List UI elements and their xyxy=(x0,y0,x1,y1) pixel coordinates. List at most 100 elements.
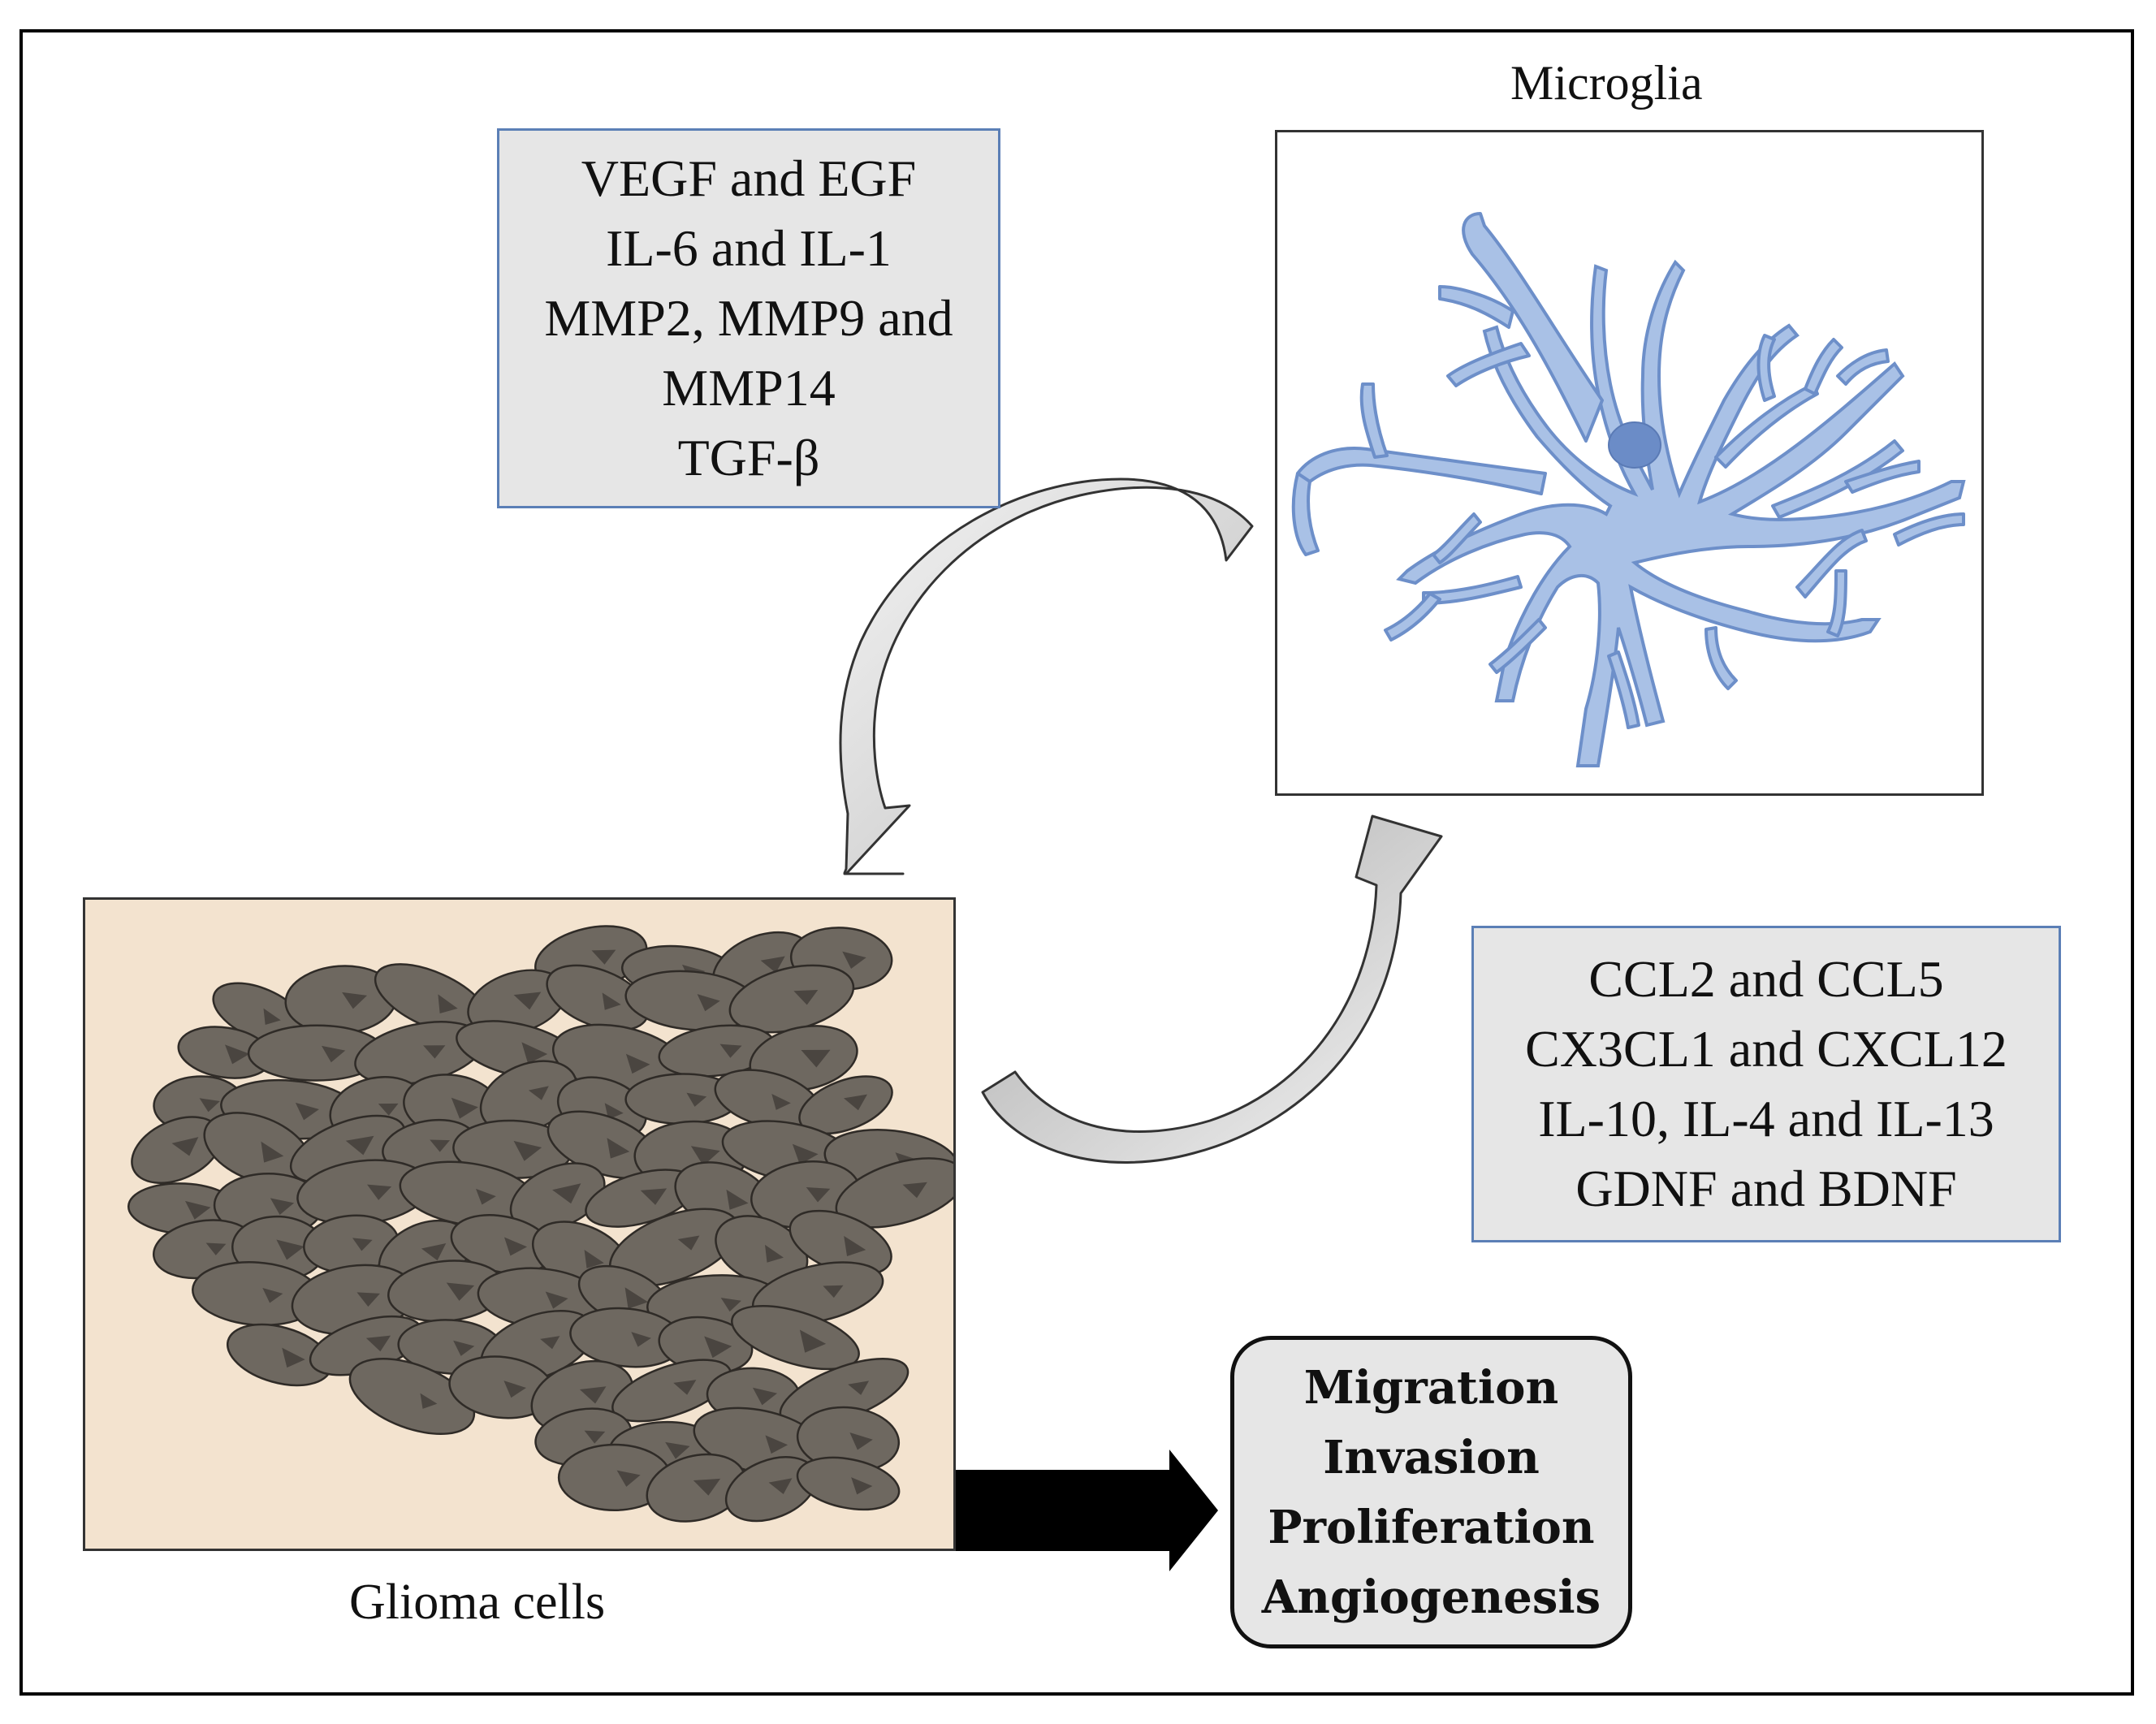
glioma-cell xyxy=(509,1162,606,1232)
factor-line: GDNF and BDNF xyxy=(1575,1160,1957,1217)
glioma-cell-nucleus xyxy=(295,1102,319,1121)
glioma-cell-nucleus xyxy=(584,1250,604,1268)
glioma-cell-nucleus xyxy=(513,1140,542,1161)
outcome-invasion: Invasion xyxy=(1323,1430,1540,1484)
outcome-migration: Migration xyxy=(1303,1360,1559,1415)
glioma-cell-nucleus xyxy=(801,1049,831,1068)
outcomes-box: Migration Invasion Proliferation Angioge… xyxy=(1230,1336,1632,1648)
glioma-cell-nucleus xyxy=(686,1092,707,1107)
glioma-cell-membrane xyxy=(798,1075,893,1135)
glioma-cell-nucleus xyxy=(345,1135,374,1156)
glioma-cell-nucleus xyxy=(848,1380,870,1395)
arrow-microglia-to-glioma xyxy=(840,499,1253,873)
glioma-cell-nucleus xyxy=(693,1478,721,1496)
glioma-cell-nucleus xyxy=(552,1183,581,1204)
glioma-cell-nucleus xyxy=(262,1287,283,1303)
glioma-cell-nucleus xyxy=(625,1053,650,1074)
glioma-cell-nucleus xyxy=(356,1292,380,1307)
glioma-cell-nucleus xyxy=(352,1238,373,1251)
glioma-cell-nucleus xyxy=(792,1143,819,1165)
microglia-cell-drawing xyxy=(1291,212,1966,767)
glioma-cell-nucleus xyxy=(579,1386,607,1404)
glioma-cell-nucleus xyxy=(378,1103,399,1116)
glioma-cell-nucleus xyxy=(584,1430,606,1444)
microglia-secreted-factors-box: CCL2 and CCL5 CX3CL1 and CXCL12 IL-10, I… xyxy=(1471,926,2061,1242)
glioma-title: Glioma cells xyxy=(349,1575,606,1630)
black-arrow xyxy=(953,1450,1218,1571)
outcome-proliferation: Proliferation xyxy=(1268,1500,1595,1554)
glioma-cell-nucleus xyxy=(261,1141,284,1163)
glioma-cell xyxy=(479,1060,578,1134)
factor-line: MMP14 xyxy=(662,359,836,417)
glioma-cell-nucleus xyxy=(793,989,819,1005)
factor-line: TGF-β xyxy=(677,429,820,486)
glioma-cell-nucleus xyxy=(276,1239,305,1260)
glioma-cell-nucleus xyxy=(720,1298,741,1312)
glioma-cell-nucleus xyxy=(704,1336,732,1359)
glioma-cell-membrane xyxy=(348,1358,476,1436)
glioma-cell-nucleus xyxy=(690,1146,720,1166)
microglia-cell-body xyxy=(1396,259,1966,767)
glioma-cell xyxy=(247,1024,386,1082)
glioma-cell-nucleus xyxy=(806,1187,831,1203)
glioma-cell-nucleus xyxy=(607,1138,630,1159)
glioma-cell-nucleus xyxy=(423,1045,446,1059)
glioma-cell-nucleus xyxy=(752,1387,778,1406)
glioma-cell-nucleus xyxy=(902,1182,927,1199)
glioma-cell-nucleus xyxy=(224,1044,250,1065)
glioma-cell-nucleus xyxy=(513,992,542,1010)
glioma-cell-nucleus xyxy=(640,1188,668,1205)
microglia-processes xyxy=(1291,212,1965,729)
glioma-cell xyxy=(177,1026,273,1079)
glioma-cell-membrane xyxy=(796,1456,901,1511)
glioma-cell-nucleus xyxy=(851,1477,873,1495)
glioma-cell-nucleus xyxy=(475,1188,496,1205)
glioma-cell-nucleus xyxy=(771,1093,791,1110)
arrow-top-body xyxy=(845,488,1255,874)
glioma-cell xyxy=(131,1116,223,1184)
glioma-cell-nucleus xyxy=(765,1244,784,1263)
glioma-cell xyxy=(658,1316,754,1375)
glioma-cell xyxy=(450,1214,554,1275)
glioma-cell-nucleus xyxy=(765,1435,789,1454)
factor-line: CX3CL1 and CXCL12 xyxy=(1525,1020,2007,1078)
glioma-cell-nucleus xyxy=(673,1380,697,1395)
glioma-cell-nucleus xyxy=(451,1097,478,1119)
top-arrow-shape xyxy=(848,483,1252,875)
glioma-cell-nucleus xyxy=(421,1242,447,1261)
curved-arrow-left xyxy=(843,499,1255,873)
glioma-cell-nucleus xyxy=(270,1198,295,1215)
glioma-cell-nucleus xyxy=(528,1086,549,1100)
glioma-cell-nucleus xyxy=(263,1008,281,1025)
glioma-cell-nucleus xyxy=(697,994,720,1012)
lower-arrow-shape xyxy=(981,814,1443,1164)
glioma-cell-nucleus xyxy=(677,1235,700,1251)
factor-line: VEGF and EGF xyxy=(581,149,917,207)
microglia-title: Microglia xyxy=(1510,56,1703,110)
glioma-cell-nucleus xyxy=(591,949,616,965)
glioma-cell xyxy=(798,1075,893,1135)
glioma-cell-nucleus xyxy=(438,994,458,1013)
glioma-cell xyxy=(569,1307,685,1368)
glioma-cell-nucleus xyxy=(184,1200,211,1220)
glioma-cell-nucleus xyxy=(503,1237,528,1256)
glioma-cell-nucleus xyxy=(545,1291,568,1309)
upper-arrow xyxy=(839,477,1254,875)
glioma-cell-nucleus xyxy=(624,1287,649,1309)
glioma-cell-nucleus xyxy=(602,992,621,1010)
glioma-cell-nucleus xyxy=(342,992,368,1009)
glioma-panel xyxy=(83,897,956,1551)
glioma-cell-nucleus xyxy=(521,1042,548,1064)
glioma-cells-drawing xyxy=(127,925,953,1523)
glioma-secreted-factors-box: VEGF and EGF IL-6 and IL-1 MMP2, MMP9 an… xyxy=(497,128,1000,508)
curved-arrow-top xyxy=(840,478,1255,875)
glioma-cell-nucleus xyxy=(844,1235,866,1256)
microglia-nucleus xyxy=(1608,421,1661,469)
glioma-cell-nucleus xyxy=(205,1242,227,1255)
glioma-cell-nucleus xyxy=(719,1043,742,1058)
glioma-cell-nucleus xyxy=(768,1478,793,1495)
glioma-cell-nucleus xyxy=(849,1432,873,1450)
glioma-cell-nucleus xyxy=(446,1282,475,1301)
glioma-cell xyxy=(750,1160,861,1229)
